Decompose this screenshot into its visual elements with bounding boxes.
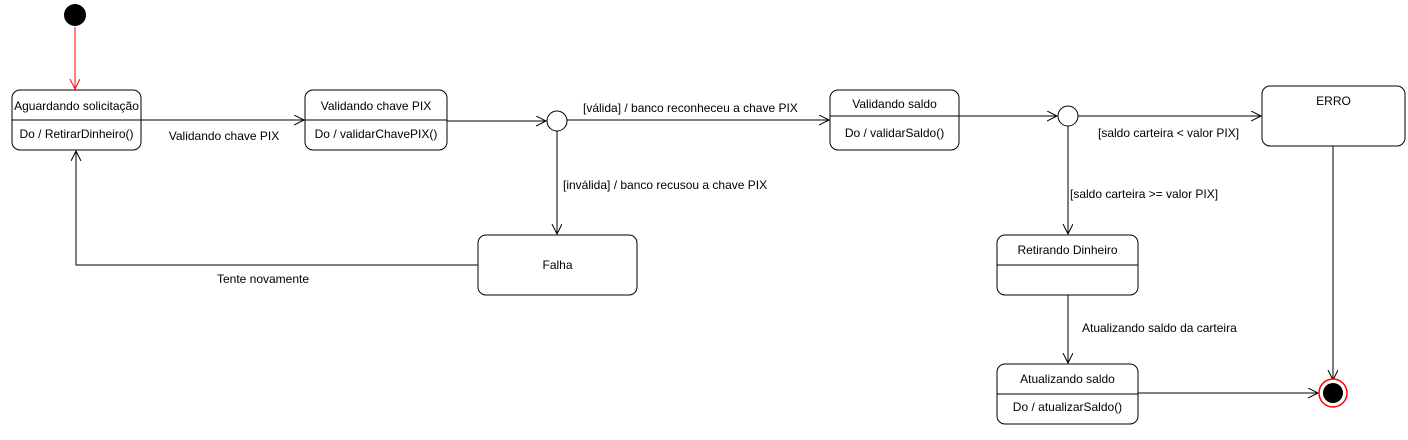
- state-erro: ERRO: [1261, 85, 1406, 147]
- state-validando-saldo-action: Do / validarSaldo(): [845, 126, 944, 140]
- label-invalida: [inválida] / banco recusou a chave PIX: [563, 178, 767, 192]
- state-retirando-title: Retirando Dinheiro: [1017, 243, 1117, 257]
- state-validando-saldo: Validando saldo Do / validarSaldo(): [829, 89, 960, 151]
- label-atualizando-carteira: Atualizando saldo da carteira: [1082, 321, 1237, 335]
- initial-node: [64, 4, 86, 26]
- state-falha-title: Falha: [542, 258, 572, 272]
- label-tente-novamente: Tente novamente: [217, 272, 309, 286]
- state-retirando-dinheiro: Retirando Dinheiro: [996, 234, 1139, 296]
- state-atualizando-action: Do / atualizarSaldo(): [1013, 400, 1122, 414]
- state-validando-pix-title: Validando chave PIX: [321, 99, 432, 113]
- state-aguardando-title: Aguardando solicitação: [14, 99, 139, 113]
- choice-node-pix: [546, 110, 568, 132]
- label-validando-chave-pix: Validando chave PIX: [169, 129, 280, 143]
- state-erro-title: ERRO: [1316, 94, 1351, 108]
- state-atualizando-saldo: Atualizando saldo Do / atualizarSaldo(): [996, 363, 1139, 425]
- state-validando-saldo-title: Validando saldo: [852, 97, 937, 111]
- label-valida: [válida] / banco reconheceu a chave PIX: [583, 101, 798, 115]
- label-saldo-suficiente: [saldo carteira >= valor PIX]: [1070, 187, 1218, 201]
- label-saldo-insuficiente: [saldo carteira < valor PIX]: [1098, 126, 1239, 140]
- choice-node-saldo: [1057, 105, 1079, 127]
- state-aguardando-action: Do / RetirarDinheiro(): [19, 127, 133, 141]
- final-node: [1318, 378, 1348, 408]
- edge-falha-to-aguardando: [76, 151, 478, 266]
- state-validando-pix-action: Do / validarChavePIX(): [315, 127, 438, 141]
- state-aguardando-solicitacao: Aguardando solicitação Do / RetirarDinhe…: [11, 89, 142, 151]
- state-validando-chave-pix: Validando chave PIX Do / validarChavePIX…: [304, 89, 448, 151]
- state-atualizando-title: Atualizando saldo: [1020, 372, 1115, 386]
- state-falha: Falha: [477, 234, 638, 296]
